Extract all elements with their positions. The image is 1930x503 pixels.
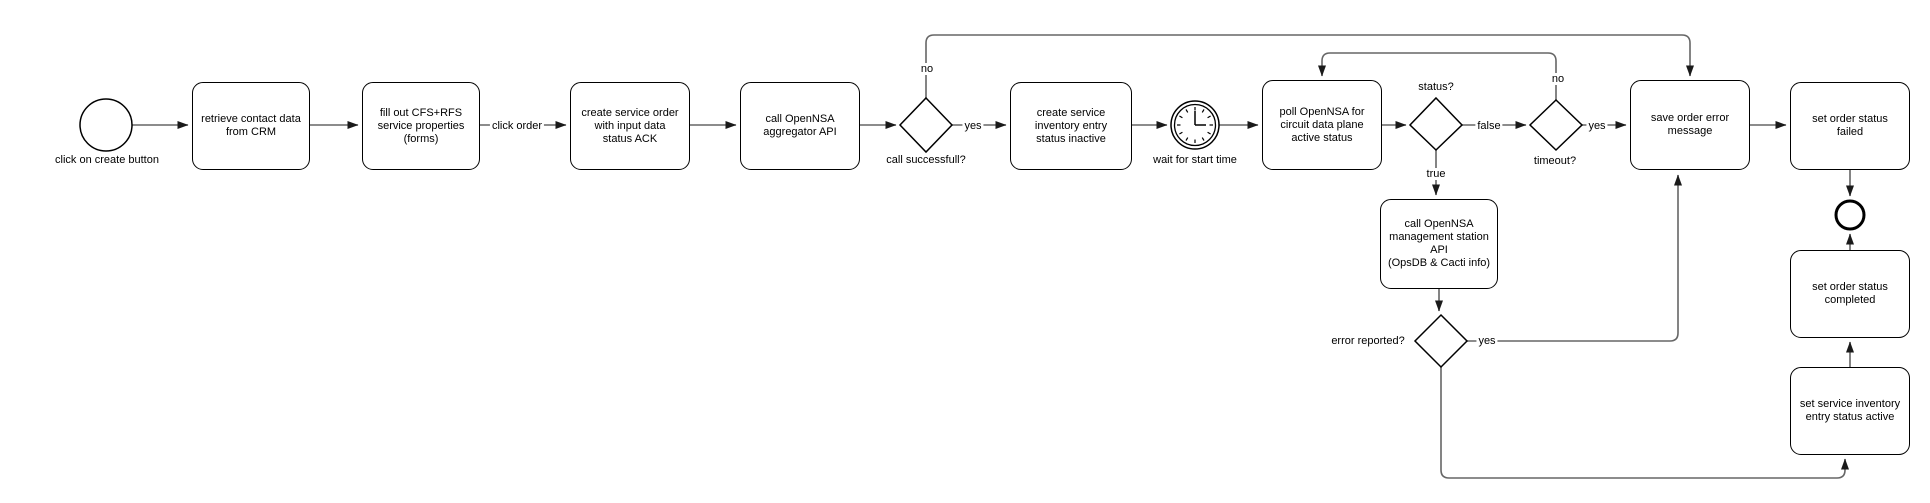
gateway-label-timeout: timeout?	[1531, 155, 1579, 167]
start-event-label: click on create button	[53, 154, 161, 166]
start-event-circle	[79, 98, 133, 152]
task-save-order-error: save order error message	[1630, 80, 1750, 170]
task-fill-properties: fill out CFS+RFS service properties (for…	[362, 82, 480, 170]
gateway-status	[1408, 96, 1464, 152]
gateway-label-call-successful: call successfull?	[884, 154, 968, 166]
edge-label-error-yes: yes	[1476, 335, 1498, 347]
task-set-inventory-active: set service inventory entry status activ…	[1790, 367, 1910, 455]
edge-timeout-no-loop	[1318, 52, 1557, 100]
edge-label-yes: yes	[962, 120, 984, 132]
clock-ticks	[1177, 107, 1213, 143]
task-retrieve-contact: retrieve contact data from CRM	[192, 82, 310, 170]
edge-label-timeout-no: no	[1549, 73, 1567, 85]
edge-error-reported-yes	[1467, 174, 1682, 342]
gateway-label-error-reported: error reported?	[1329, 335, 1407, 347]
gateway-error-reported	[1413, 313, 1469, 369]
edge-call-successful-no-loop	[925, 34, 1694, 98]
end-event-circle	[1834, 199, 1866, 231]
gateway-call-successful	[898, 96, 954, 154]
task-create-inventory-entry: create service inventory entry status in…	[1010, 82, 1132, 170]
edge-error-reported-no	[1440, 367, 1849, 479]
gateway-timeout	[1528, 98, 1584, 152]
edge-label-true: true	[1424, 168, 1448, 180]
task-poll-opennsa: poll OpenNSA for circuit data plane acti…	[1262, 80, 1382, 170]
gateway-label-status: status?	[1416, 81, 1456, 93]
task-call-aggregator-api: call OpenNSA aggregator API	[740, 82, 860, 170]
edge-label-no: no	[918, 63, 936, 75]
clock-hands	[1194, 111, 1206, 126]
edge-label-timeout-yes: yes	[1586, 120, 1608, 132]
timer-event-icon	[1170, 100, 1220, 150]
edge-label-false: false	[1475, 120, 1503, 132]
edge-label-click-order: click order	[489, 120, 545, 132]
task-set-status-completed: set order status completed	[1790, 250, 1910, 338]
task-set-status-failed: set order status failed	[1790, 82, 1910, 170]
task-call-mgmt-station-api: call OpenNSA management station API (Ops…	[1380, 199, 1498, 289]
task-create-service-order: create service order with input data sta…	[570, 82, 690, 170]
timer-event-label: wait for start time	[1151, 154, 1239, 166]
